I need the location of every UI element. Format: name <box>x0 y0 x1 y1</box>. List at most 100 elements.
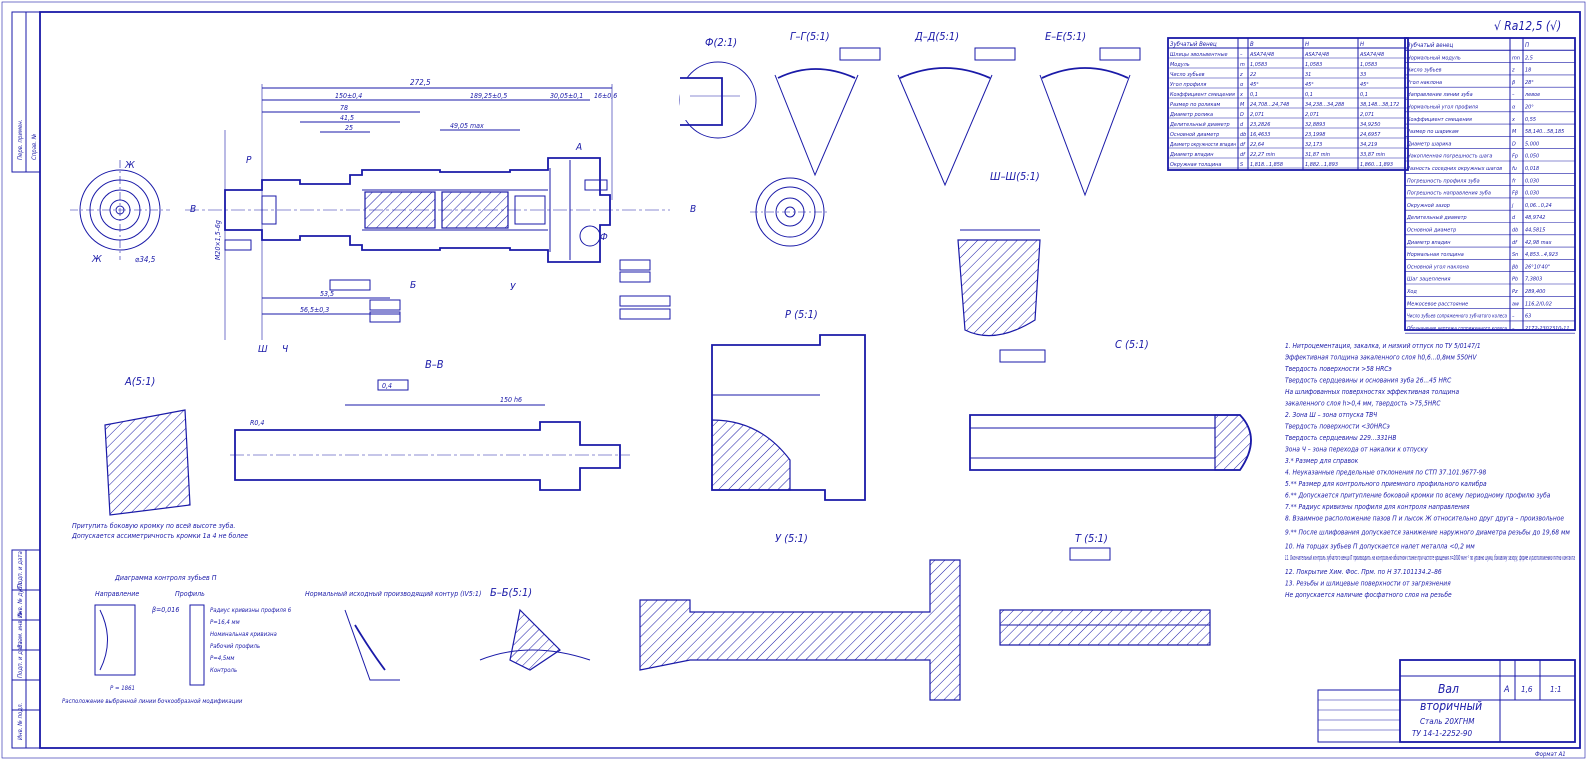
tbl-right-cell: fr <box>1512 178 1517 184</box>
tbl-right-cell: Число зубьев <box>1407 67 1442 74</box>
tbl-left-cell: 34,9250 <box>1360 122 1380 128</box>
tbl-right-cell: βb <box>1512 264 1518 270</box>
note-line: Твердость сердцевины и основания зуба 26… <box>1285 377 1452 385</box>
tbl-right-cell: 63 <box>1525 314 1531 320</box>
title-spec: ТУ 14-1-2252-90 <box>1412 729 1472 738</box>
diag-direction: Направление <box>95 590 139 598</box>
tbl-right-cell: Нормальная толщина <box>1407 252 1464 258</box>
tbl-right-cell: z <box>1511 68 1515 74</box>
dim-78: 78 <box>340 104 348 112</box>
view-a-note1: Притупить боковую кромку по всей высоте … <box>72 522 235 530</box>
view-d-title: Д–Д(5:1) <box>914 30 959 43</box>
tbl-left-header-4: Н <box>1360 41 1364 48</box>
title-scale: 1:1 <box>1550 685 1562 694</box>
tbl-right-cell: Нормальный модуль <box>1407 55 1461 61</box>
view-a-note2: Допускается ассиметричность кромки 1а 4 … <box>71 532 248 540</box>
strip-label-3: Инв. № дубл. <box>17 581 24 618</box>
strip-label-6: Инв. № подл. <box>17 703 24 740</box>
tbl-right-cell: df <box>1512 240 1518 246</box>
tbl-right-cell: d <box>1512 215 1516 221</box>
strip-label-5: Подп. и дата <box>17 641 24 678</box>
dim-189: 189,25±0,5 <box>470 92 507 100</box>
dim-total: 272,5 <box>410 78 431 87</box>
vv-dim-150: 150 h6 <box>500 396 522 404</box>
tbl-right-cell: 0,050 <box>1525 154 1539 160</box>
tbl-right-cell: 20° <box>1525 105 1534 111</box>
tbl-left-cell: 24,6957 <box>1360 132 1381 138</box>
view-c-title: С (5:1) <box>1115 338 1149 351</box>
view-bb-title: Б–Б(5:1) <box>490 586 532 599</box>
dim-25: 25 <box>345 124 353 132</box>
diag2-title: Нормальный исходный производящий контур … <box>305 590 481 598</box>
tbl-left-cell: S <box>1240 162 1243 168</box>
tbl-right-cell: 4,853...4,923 <box>1525 252 1558 258</box>
tbl-right-cell: Pz <box>1512 289 1518 295</box>
tbl-left-cell: 0,1 <box>1360 92 1368 98</box>
vv-tol: 0,4 <box>382 382 392 390</box>
tbl-right-cell: Окружной зазор <box>1407 203 1450 209</box>
tbl-left-cell: 31 <box>1305 72 1311 78</box>
tbl-left-cell: 32,173 <box>1305 142 1322 148</box>
view-a: А(5:1) Притупить боковую кромку по всей … <box>71 375 248 540</box>
title-mass: 1,6 <box>1521 685 1533 694</box>
tbl-left-cell: 1,0583 <box>1360 62 1377 68</box>
note-line: 9.** После шлифования допускается заниже… <box>1285 529 1570 537</box>
tbl-right-header-0: Зубчатый венец <box>1407 42 1453 49</box>
vv-radius: R0,4 <box>250 419 264 427</box>
tbl-left-cell: α <box>1240 82 1244 88</box>
label-u: У <box>510 282 516 293</box>
tbl-left-cell: 33 <box>1360 72 1366 78</box>
tbl-right-cell: Основной угол наклона <box>1407 264 1469 270</box>
tbl-left-cell: 0,1 <box>1250 92 1258 98</box>
note-line: На шлифованных поверхностях эффективная … <box>1285 388 1459 396</box>
tbl-left-cell: Диаметр ролика <box>1169 112 1213 118</box>
tbl-right-cell: Основной диаметр <box>1407 228 1456 234</box>
tbl-left-cell: 38,148...38,172 <box>1360 102 1399 108</box>
tbl-left-cell: db <box>1240 132 1246 138</box>
note-line: 6.** Допускается притупление боковой кро… <box>1285 492 1551 500</box>
view-c: С (5:1) <box>969 338 1252 471</box>
tbl-right-cell: 42,98 max <box>1525 240 1552 246</box>
view-u-title: У (5:1) <box>775 532 808 545</box>
tbl-right-cell: Диаметр шарика <box>1406 141 1451 147</box>
tbl-right-cell: 7,3803 <box>1525 277 1542 283</box>
tbl-right-cell: Накопленная погрешность шага <box>1407 154 1492 160</box>
tbl-left-cell: ASA74/48 <box>1249 52 1274 58</box>
note-line: 8. Взаимное расположение пазов П и лысок… <box>1285 515 1564 523</box>
tbl-right-cell: Fβ <box>1512 191 1519 197</box>
tbl-left-header-3: Н <box>1305 41 1309 48</box>
note-line: Эффективная толщина закаленного слоя h0,… <box>1284 354 1477 362</box>
tbl-left-cell: Окружная толщина <box>1170 162 1221 168</box>
tbl-left-cell: Число зубьев <box>1170 71 1205 78</box>
note-line: 12. Покрытие Хим. Фос. Прм. по Н 37.1011… <box>1285 568 1442 576</box>
tbl-left-header-0: Зубчатый Венец <box>1170 41 1217 48</box>
view-g: Г–Г(5:1) <box>774 30 881 177</box>
tbl-left-cell: 2,071 <box>1305 112 1319 118</box>
tbl-right-cell: 2,5 <box>1525 55 1533 61</box>
label-b-left: В <box>190 204 196 215</box>
dim-53: 53,5 <box>320 290 334 298</box>
note-line: 2. Зона Ш – зона отпуска ТВЧ <box>1285 411 1377 419</box>
label-zh-bottom: Ж <box>91 254 102 265</box>
view-a-title: А(5:1) <box>124 375 155 388</box>
title-name-2: вторичный <box>1420 699 1482 713</box>
end-view-right <box>750 177 830 247</box>
note-line: закаленного слоя h>0,4 мм, твердость >75… <box>1285 400 1441 408</box>
label-sh: Ш <box>258 344 268 355</box>
view-g-title: Г–Г(5:1) <box>790 30 830 43</box>
tbl-right-cell: 0,030 <box>1525 178 1539 184</box>
tbl-right-cell: 5,000 <box>1525 141 1539 147</box>
tbl-right-cell: 28° <box>1525 80 1534 86</box>
tbl-left-cell: x <box>1239 92 1243 98</box>
view-sh: Ш–Ш(5:1) <box>957 170 1041 337</box>
strip-label-2: Подп. и дата <box>17 551 24 588</box>
tbl-left-cell: Модуль <box>1170 62 1190 68</box>
note-line: 11. Окончательный контроль зубчатого вен… <box>1285 554 1575 562</box>
title-material: Сталь 20ХГНМ <box>1420 717 1475 726</box>
tbl-left-cell: 23,1998 <box>1305 132 1325 138</box>
dim-16: 16±0,6 <box>594 92 617 100</box>
side-strip: Перв. примен. Справ. № Подп. и дата Инв.… <box>11 11 41 749</box>
tbl-right-cell: 48,9742 <box>1525 215 1545 221</box>
tbl-right-cell: Угол наклона <box>1407 80 1442 86</box>
